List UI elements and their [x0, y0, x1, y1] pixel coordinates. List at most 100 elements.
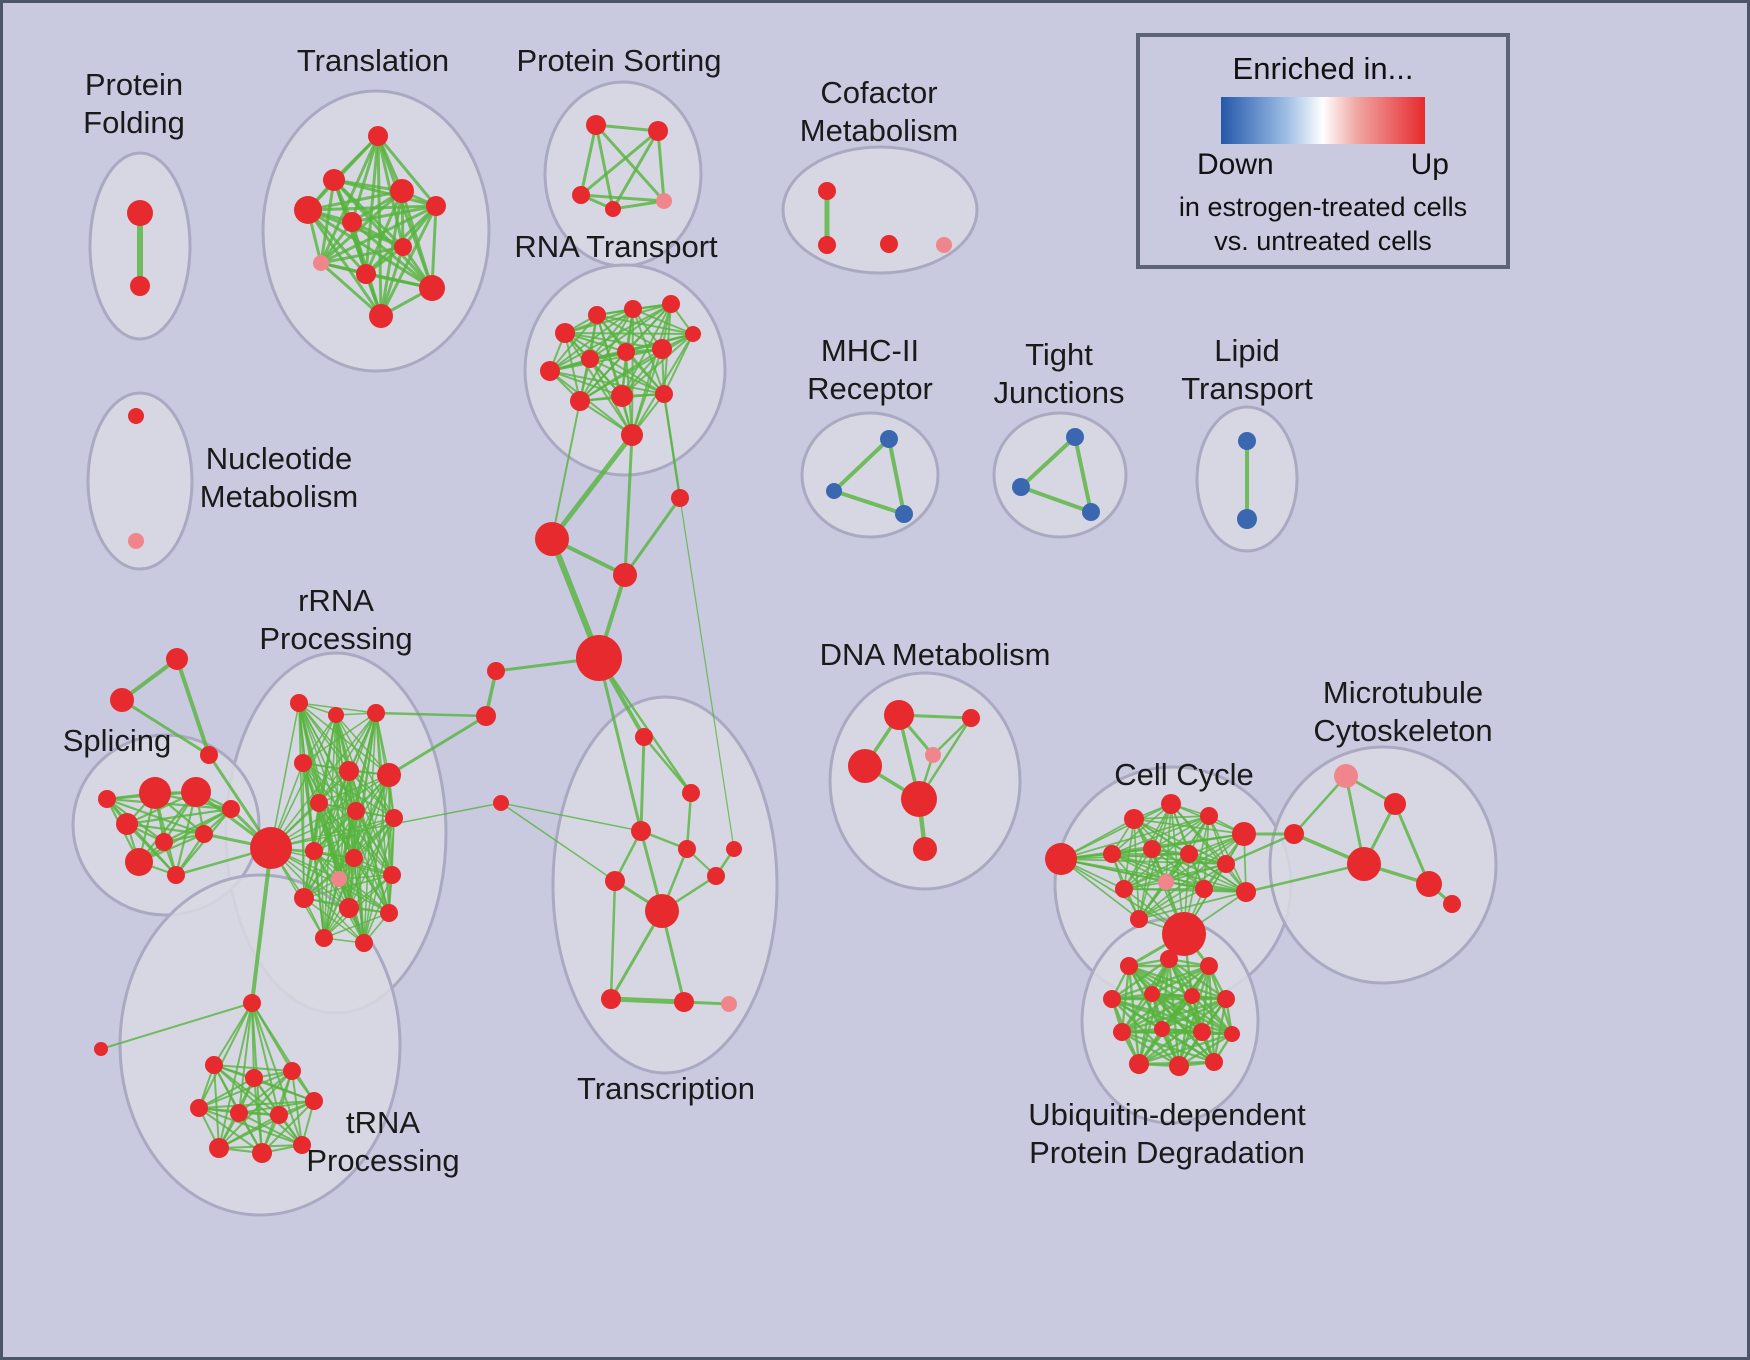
node-ps5	[656, 193, 672, 209]
node-x6	[645, 894, 679, 928]
node-x8	[726, 841, 742, 857]
network-edge	[363, 817, 395, 944]
node-tr1	[166, 648, 188, 670]
network-edge	[319, 189, 404, 265]
cluster-label-mhc-ii-receptor: MHC-II	[821, 333, 919, 368]
network-edge	[137, 790, 198, 864]
network-edge	[137, 807, 233, 864]
node-cy5	[1232, 822, 1256, 846]
node-cc3	[671, 489, 689, 507]
node-tp7	[270, 1106, 288, 1124]
network-edge	[218, 1100, 315, 1149]
node-t2	[368, 126, 388, 146]
network-edge	[1190, 994, 1234, 1036]
node-s5	[195, 825, 213, 843]
network-edge	[549, 348, 663, 372]
network-edge	[1110, 964, 1211, 1001]
node-m1	[880, 430, 898, 448]
network-edge	[306, 208, 434, 290]
cluster-label-trna-processing: tRNA	[346, 1105, 420, 1140]
node-lt1	[1238, 432, 1256, 450]
network-edge	[1137, 992, 1154, 1066]
network-edge	[175, 657, 211, 757]
cluster-label-trna-processing: Processing	[306, 1143, 459, 1178]
network-edge	[623, 433, 634, 577]
node-tp6	[230, 1104, 248, 1122]
node-r3	[624, 300, 642, 318]
node-tp1	[243, 994, 261, 1012]
network-edge	[594, 123, 666, 203]
node-r10	[570, 391, 590, 411]
network-edge	[500, 802, 642, 832]
node-rr16	[380, 904, 398, 922]
node-rr11	[345, 849, 363, 867]
node-rr15	[339, 898, 359, 918]
node-x1	[635, 728, 653, 746]
cluster-ellipse-translation	[261, 89, 491, 373]
network-edge	[594, 123, 660, 133]
network-edge	[302, 712, 377, 764]
node-rr14	[294, 888, 314, 908]
cluster-label-transcription: Transcription	[577, 1071, 755, 1106]
node-x2	[682, 784, 700, 802]
cluster-ellipse-splicing	[71, 733, 261, 917]
node-u4	[1103, 990, 1121, 1008]
node-cf2	[818, 236, 836, 254]
node-t11	[369, 304, 393, 328]
network-edge	[1120, 994, 1194, 1034]
node-tp4	[283, 1062, 301, 1080]
network-edge	[319, 261, 383, 318]
node-ps3	[572, 186, 590, 204]
cluster-label-microtubule-cytoskeleton: Microtubule	[1323, 675, 1483, 710]
node-tj1	[1066, 428, 1084, 446]
cluster-label-rrna-processing: rRNA	[298, 583, 374, 618]
node-tr2	[110, 688, 134, 712]
node-rr13	[383, 866, 401, 884]
legend-down-label: Down	[1197, 148, 1274, 181]
cluster-label-rna-transport: RNA Transport	[514, 229, 718, 264]
network-edge	[1019, 485, 1093, 514]
cluster-label-cofactor-metabolism: Metabolism	[800, 113, 959, 148]
network-edge	[631, 348, 663, 436]
legend-caption-line2: vs. untreated cells	[1214, 226, 1432, 256]
network-edge	[631, 308, 634, 436]
network-edge	[609, 879, 617, 1001]
node-x3	[631, 821, 651, 841]
node-cy8	[1180, 845, 1198, 863]
node-u14	[1205, 1053, 1223, 1071]
network-edge	[549, 303, 672, 372]
node-tp11	[293, 1136, 311, 1154]
network-edge	[549, 308, 634, 372]
network-edge	[1133, 818, 1245, 835]
node-r2	[588, 306, 606, 324]
node-u8	[1113, 1023, 1131, 1041]
node-x7	[707, 867, 725, 885]
cluster-label-cofactor-metabolism: Cofactor	[820, 75, 937, 110]
node-r7	[617, 343, 635, 361]
node-t1	[323, 169, 345, 191]
network-edge	[579, 193, 666, 203]
network-edge	[355, 810, 393, 876]
node-d5	[901, 781, 937, 817]
cluster-label-lipid-transport: Transport	[1181, 371, 1313, 406]
node-t8	[356, 264, 376, 284]
node-tp10	[252, 1143, 272, 1163]
network-edge	[1137, 1030, 1204, 1066]
node-x5	[605, 871, 625, 891]
node-u13	[1169, 1056, 1189, 1076]
node-tr3	[200, 746, 218, 764]
network-edge	[1244, 862, 1366, 894]
network-edge	[625, 351, 665, 395]
node-r11	[611, 385, 633, 407]
cluster-ellipse-trna-processing	[118, 873, 402, 1217]
node-rr4	[294, 754, 312, 772]
node-cy13	[1236, 882, 1256, 902]
node-cy9	[1217, 855, 1235, 873]
network-edge	[198, 1107, 263, 1154]
legend-caption-line1: in estrogen-treated cells	[1178, 192, 1468, 222]
network-edge	[1292, 774, 1348, 836]
network-edge	[400, 189, 434, 290]
network-edge	[1151, 815, 1210, 850]
network-edge	[376, 134, 383, 318]
